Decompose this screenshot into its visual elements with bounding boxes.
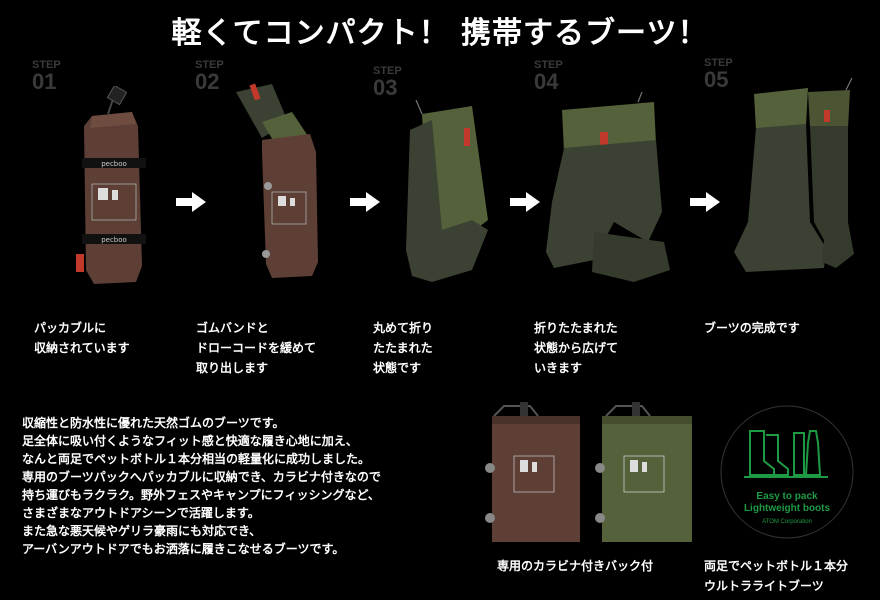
step-2-unpacking-image — [236, 83, 318, 278]
arrow-right-icon — [510, 192, 540, 212]
step-5-caption: ブーツの完成です — [704, 321, 800, 335]
badge-caption: 両足でペットボトル１本分 ウルトラライトブーツ — [704, 559, 849, 593]
arrow-right-icon — [690, 192, 720, 212]
bags-caption: 専用のカラビナ付きバック付 — [497, 559, 654, 573]
bag-brand-text: pecboo — [101, 160, 127, 168]
step-2-caption: ゴムバンドと ドローコードを緩めて 取り出します — [196, 321, 317, 375]
arrow-right-icon — [176, 192, 206, 212]
step-4-caption: 折りたたまれた 状態から広げて いきます — [534, 321, 619, 375]
badge-line-1: Easy to pack — [756, 491, 818, 502]
step-3-caption: 丸めて折り たたまれた 状態です — [373, 321, 434, 375]
page-title: 軽くてコンパクト！ 携帯するブーツ！ — [171, 16, 709, 51]
step-4-unfolding-boot-image — [546, 92, 670, 282]
step-1-packed-bag-image: pecboo pecboo — [76, 86, 146, 284]
step-3-folded-boot-image — [406, 100, 488, 282]
step-5-completed-boots-image — [734, 77, 854, 272]
product-description: 収縮性と防水性に優れた天然ゴムのブーツです。 足全体に吸い付くようなフィット感と… — [22, 416, 381, 556]
carabiner-bags-image — [485, 402, 692, 542]
boot-and-bottle-icon — [744, 430, 828, 478]
lightweight-badge: Easy to pack Lightweight boots ATOM Corp… — [720, 405, 854, 539]
step-1-caption: パッカブルに 収納されています — [34, 321, 130, 355]
badge-line-2: Lightweight boots — [744, 503, 831, 514]
arrow-right-icon — [350, 192, 380, 212]
badge-line-3: ATOM Corporation — [762, 519, 812, 525]
bag-brand-text: pecboo — [101, 236, 127, 244]
